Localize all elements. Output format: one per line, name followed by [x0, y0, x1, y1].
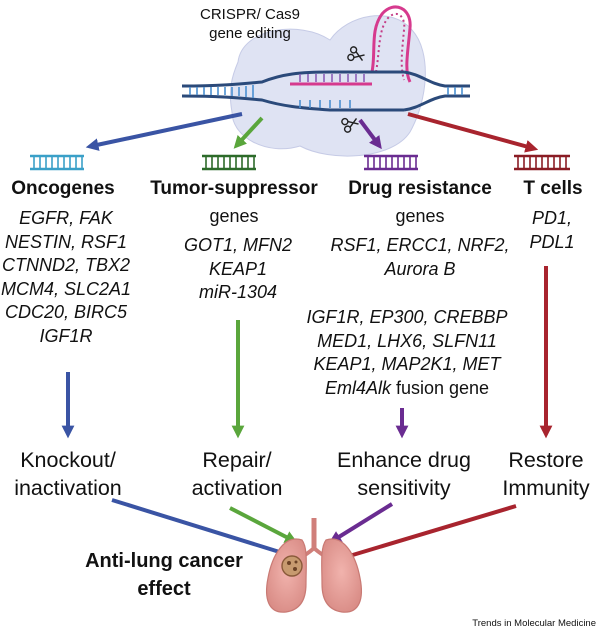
outcome-line: Enhance drug — [337, 448, 471, 472]
gene-line: IGF1R, EP300, CREBBP — [306, 307, 508, 327]
dna-helix-icon — [30, 154, 84, 171]
fusion-gene-suffix: fusion gene — [390, 377, 490, 398]
gene-line: MCM4, SLC2A1 — [0, 278, 132, 299]
lungs-icon — [265, 518, 363, 613]
drug-resistance-gene-list-2: IGF1R, EP300, CREBBP MED1, LHX6, SLFN11 … — [300, 306, 514, 400]
gene-line: IGF1R — [39, 325, 93, 346]
crispr-cas9-complex — [181, 5, 470, 157]
journal-credit: Trends in Molecular Medicine — [472, 618, 596, 629]
gene-line: CTNND2, TBX2 — [1, 255, 131, 276]
gene-line: PD1, — [531, 208, 573, 228]
arrow-to-oncogenes — [85, 112, 243, 151]
gene-line: MED1, LHX6, SLFN11 — [317, 330, 497, 351]
arrow-to-tumor-suppressor — [233, 116, 264, 149]
dna-helix-icon — [364, 154, 418, 171]
header-line-2: gene editing — [209, 25, 291, 42]
outcome-line: Knockout/ — [20, 448, 116, 472]
outcome-line: Immunity — [502, 476, 590, 500]
gene-line: Aurora B — [384, 258, 456, 279]
oncogenes-outcome: Knockout/ inactivation — [0, 446, 136, 502]
scissors-icon — [347, 46, 365, 62]
outcome-line: inactivation — [14, 476, 122, 500]
t-cells-outcome: Restore Immunity — [494, 446, 598, 502]
tumor-suppressor-outcome: Repair/ activation — [174, 446, 300, 502]
oncogenes-title: Oncogenes — [11, 178, 115, 199]
effect-line-1: Anti-lung cancer — [85, 550, 243, 572]
dna-helix-icon — [202, 154, 256, 171]
outcome-line: Repair/ — [202, 448, 272, 472]
arrow-enhance-to-lungs — [328, 502, 394, 544]
drug-resistance-subtitle: genes — [395, 206, 445, 226]
drug-resistance-gene-list: RSF1, ERCC1, NRF2, Aurora B — [320, 234, 520, 281]
arrow-restore-to-lungs — [329, 504, 517, 565]
t-cells-title: T cells — [523, 178, 583, 199]
outcome-line: sensitivity — [357, 476, 451, 500]
outcome-line: Restore — [508, 448, 584, 472]
t-cells-gene-list: PD1, PDL1 — [510, 207, 594, 254]
gene-line: GOT1, MFN2 — [183, 235, 292, 255]
gene-line: EGFR, FAK — [19, 208, 113, 228]
gene-line-fusion: Eml4Alk fusion gene — [300, 377, 514, 401]
arrow-to-t-cells — [407, 112, 539, 153]
gene-line: CDC20, BIRC5 — [4, 302, 128, 323]
outcome-line: activation — [191, 476, 283, 500]
oncogenes-gene-list: EGFR, FAK NESTIN, RSF1 CTNND2, TBX2 MCM4… — [0, 207, 132, 349]
effect-line-2: effect — [137, 578, 191, 600]
gene-line: PDL1 — [529, 231, 575, 252]
arrow-knockout-to-lungs — [111, 498, 293, 559]
drug-resistance-title: Drug resistance — [348, 178, 492, 199]
arrow-repair-to-lungs — [229, 506, 298, 543]
fusion-gene-name: Eml4Alk — [324, 377, 391, 398]
gene-line: miR-1304 — [198, 282, 278, 303]
dna-helix-icon — [514, 154, 570, 171]
drug-resistance-outcome: Enhance drug sensitivity — [322, 446, 486, 502]
scissors-icon — [341, 117, 359, 133]
gene-line: NESTIN, RSF1 — [4, 231, 128, 252]
gene-line: RSF1, ERCC1, NRF2, — [330, 235, 510, 255]
header-line-1: CRISPR/ Cas9 — [199, 6, 301, 23]
arrow-to-drug-resistance — [358, 118, 382, 150]
gene-line: KEAP1 — [208, 258, 268, 279]
tumor-suppressor-gene-list: GOT1, MFN2 KEAP1 miR-1304 — [168, 234, 308, 305]
gene-line: KEAP1, MAP2K1, MET — [313, 354, 501, 375]
tumor-suppressor-title: Tumor-suppressor — [150, 178, 318, 199]
tumor-suppressor-subtitle: genes — [209, 206, 259, 226]
